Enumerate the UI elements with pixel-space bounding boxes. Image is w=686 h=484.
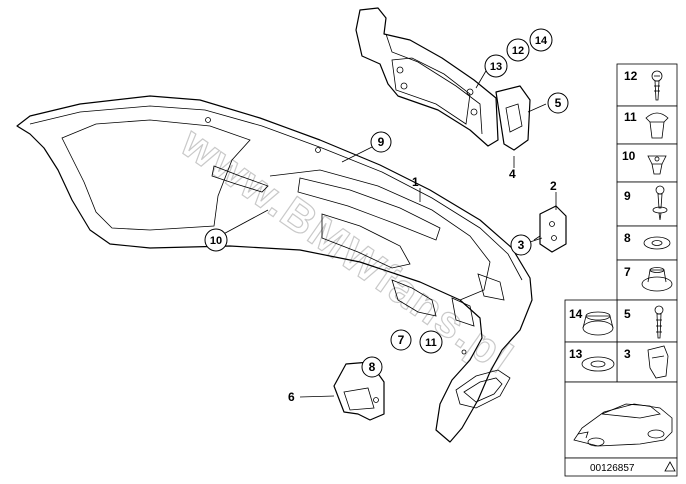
callout-1: 1 — [412, 175, 419, 189]
car-thumbnail-icon — [573, 403, 673, 447]
callout-11: 11 — [419, 330, 443, 354]
callout-14: 14 — [529, 28, 553, 52]
side-bracket-part — [495, 85, 531, 151]
bumper-cover-part — [16, 95, 533, 443]
clip-part — [533, 205, 567, 253]
panel-label-5: 5 — [624, 307, 631, 321]
lower-bracket-part — [333, 361, 385, 421]
callout-6: 6 — [288, 390, 295, 404]
svg-text:8: 8 — [369, 360, 376, 374]
callout-2: 2 — [550, 179, 557, 193]
bolt-washer-icon — [652, 185, 668, 221]
license-bracket-part — [355, 7, 499, 147]
expanding-rivet-icon — [645, 112, 669, 139]
callout-4: 4 — [509, 167, 516, 181]
washer-icon — [643, 236, 671, 250]
svg-text:12: 12 — [512, 45, 524, 57]
callout-3: 3 — [510, 234, 532, 256]
callout-5: 5 — [547, 92, 569, 114]
svg-text:9: 9 — [378, 135, 385, 149]
svg-text:13: 13 — [490, 61, 502, 73]
callout-12: 12 — [506, 38, 530, 62]
spring-clip-icon — [647, 345, 669, 379]
panel-label-7: 7 — [624, 265, 631, 279]
panel-label-10: 10 — [622, 149, 636, 163]
svg-text:10: 10 — [210, 235, 222, 247]
catalog-code: 00126857 — [590, 463, 635, 474]
callout-13: 13 — [484, 54, 508, 78]
screw-icon — [651, 70, 663, 101]
svg-text:7: 7 — [398, 333, 405, 347]
callout-8: 8 — [361, 356, 383, 378]
panel-label-9: 9 — [624, 189, 631, 203]
svg-text:5: 5 — [555, 96, 562, 110]
clip-nut-icon — [647, 155, 667, 175]
panel-label-12: 12 — [624, 69, 638, 83]
svg-text:11: 11 — [425, 337, 437, 349]
long-screw-icon — [654, 305, 664, 339]
fastener-panel — [564, 63, 678, 477]
callout-7: 7 — [390, 329, 412, 351]
warning-triangle-icon — [664, 461, 676, 472]
rubber-seal-icon — [582, 311, 614, 336]
svg-text:3: 3 — [518, 238, 525, 252]
grommet-icon — [641, 267, 673, 292]
panel-label-3: 3 — [624, 347, 631, 361]
callout-9: 9 — [370, 131, 392, 153]
panel-label-11: 11 — [624, 110, 637, 124]
flat-washer-icon — [581, 356, 615, 372]
callout-10: 10 — [204, 228, 228, 252]
panel-label-8: 8 — [624, 231, 631, 245]
panel-label-14: 14 — [569, 307, 583, 321]
watermark: www.BMWfans.pl — [171, 117, 522, 383]
panel-label-13: 13 — [569, 347, 583, 361]
svg-text:14: 14 — [535, 35, 548, 47]
